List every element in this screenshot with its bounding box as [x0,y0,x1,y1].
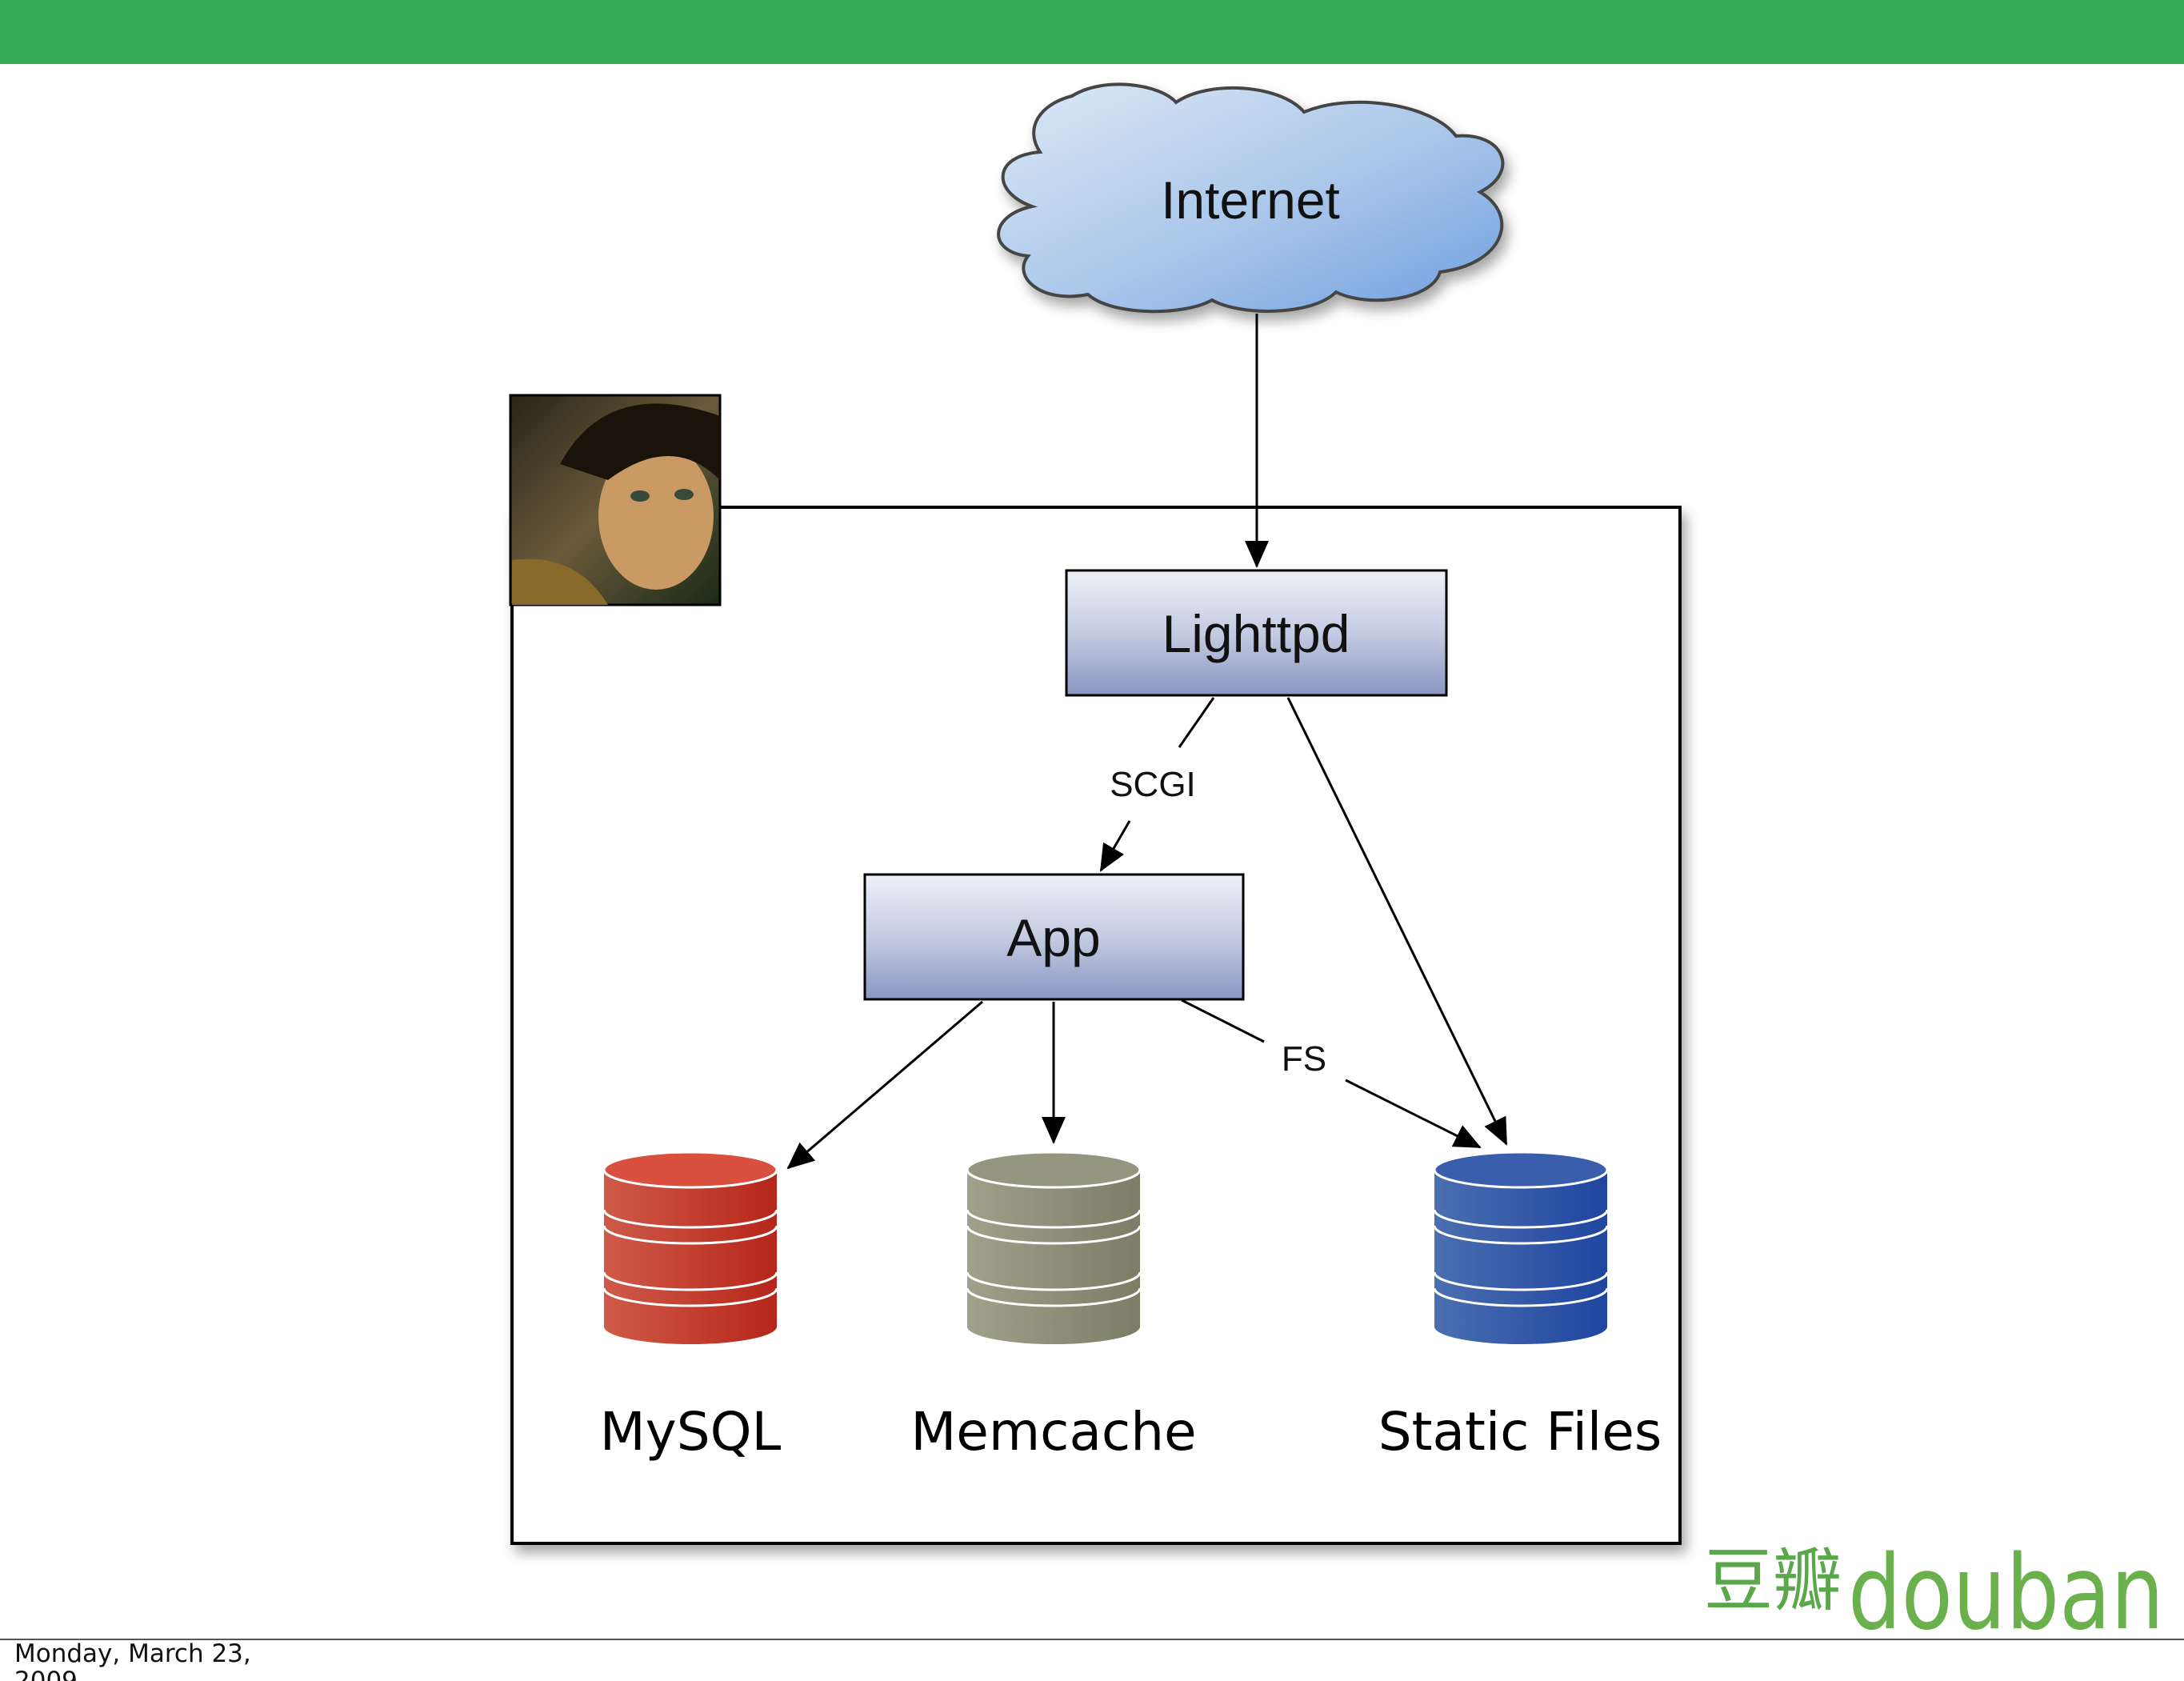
douban-logo: 豆瓣 douban [1704,1534,2164,1653]
memcache-database-icon [966,1151,1142,1344]
avatar-photo [509,394,722,606]
edge-lighttpd-static [1286,697,1508,1146]
edge-label-scgi: SCGI [1110,765,1196,804]
douban-logo-latin: douban [1848,1534,2164,1653]
static-files-label: Static Files [1378,1401,1662,1463]
mysql-database-icon [602,1151,778,1344]
edge-lighttpd-app-b [1099,820,1131,872]
lighttpd-node [1065,569,1448,697]
edge-label-fs: FS [1282,1039,1326,1079]
mysql-label: MySQL [600,1401,782,1463]
header-bar [0,0,2184,64]
footer-date: Monday, March 23, 2009 [14,1640,251,1681]
app-label: App [1006,908,1100,967]
internet-cloud-icon [997,82,1505,314]
memcache-label: Memcache [910,1401,1196,1463]
footer-divider [0,1639,2184,1640]
douban-logo-chinese: 豆瓣 [1704,1541,1842,1621]
edge-lighttpd-app-a [1178,697,1215,748]
edge-app-static-b [1345,1079,1482,1149]
app-node [863,873,1245,1001]
edge-app-static-a [1181,999,1265,1043]
internet-label: Internet [1161,170,1340,230]
edge-app-mysql [786,1000,983,1170]
static-files-database-icon [1433,1151,1609,1344]
lighttpd-label: Lighttpd [1162,604,1350,663]
